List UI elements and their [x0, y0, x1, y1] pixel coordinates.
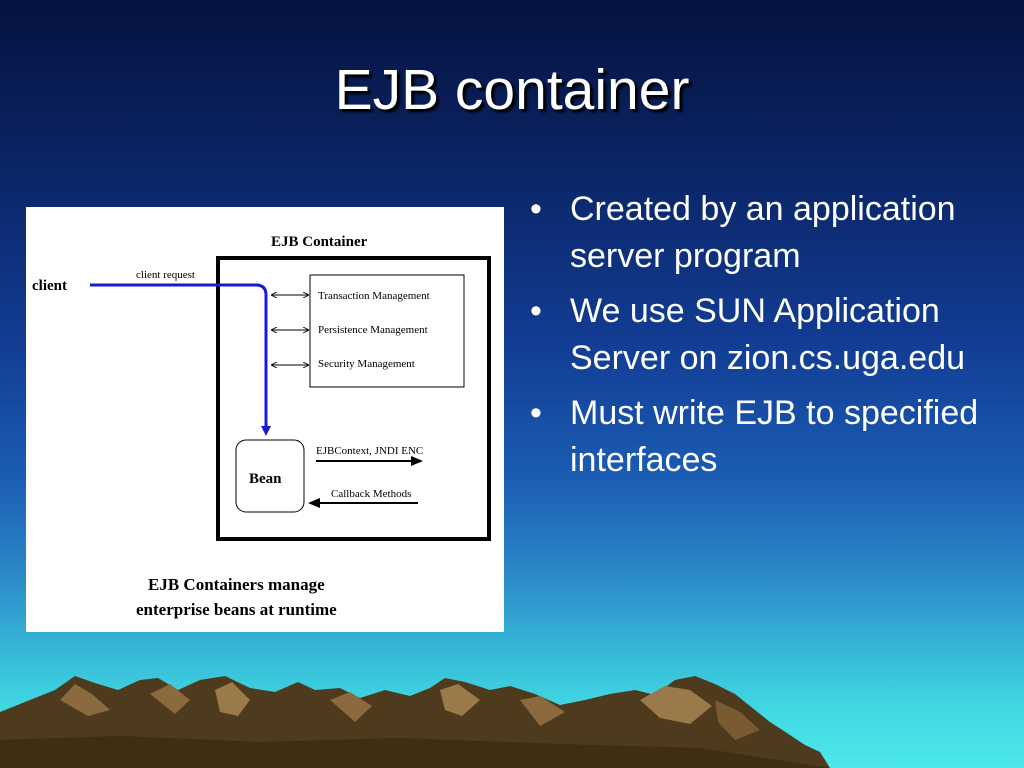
client-request-label: client request — [136, 269, 195, 281]
bullet-item: • Created by an application server progr… — [530, 186, 1000, 280]
caption-line-1: EJB Containers manage — [148, 575, 325, 594]
bullet-text: Created by an application server program — [570, 190, 956, 275]
client-label: client — [32, 278, 67, 294]
ejb-container-diagram: EJB Container client client request Tran… — [26, 207, 504, 632]
container-label: EJB Container — [271, 234, 368, 250]
bullet-marker: • — [530, 190, 542, 228]
bullet-marker: • — [530, 394, 542, 432]
services-box — [309, 274, 465, 388]
ejbcontext-label: EJBContext, JNDI ENC — [316, 445, 423, 457]
bean-box — [235, 439, 305, 513]
service-persistence: Persistence Management — [318, 324, 428, 336]
bean-label: Bean — [249, 471, 282, 487]
service-security: Security Management — [318, 358, 415, 370]
bullet-text: We use SUN Application Server on zion.cs… — [570, 292, 966, 377]
service-transaction: Transaction Management — [318, 290, 430, 302]
bullet-item: • Must write EJB to specified interfaces — [530, 390, 1000, 484]
bullet-item: • We use SUN Application Server on zion.… — [530, 288, 1000, 382]
bullet-marker: • — [530, 292, 542, 330]
bullet-list: • Created by an application server progr… — [530, 186, 1000, 492]
diagram-canvas: EJB Container client client request Tran… — [32, 234, 491, 619]
client-request-arrow — [90, 283, 271, 436]
slide-title: EJB container — [334, 58, 690, 122]
callback-label: Callback Methods — [331, 488, 411, 500]
bullet-text: Must write EJB to specified interfaces — [570, 394, 979, 479]
container-box — [216, 256, 491, 541]
caption-line-2: enterprise beans at runtime — [136, 600, 337, 619]
